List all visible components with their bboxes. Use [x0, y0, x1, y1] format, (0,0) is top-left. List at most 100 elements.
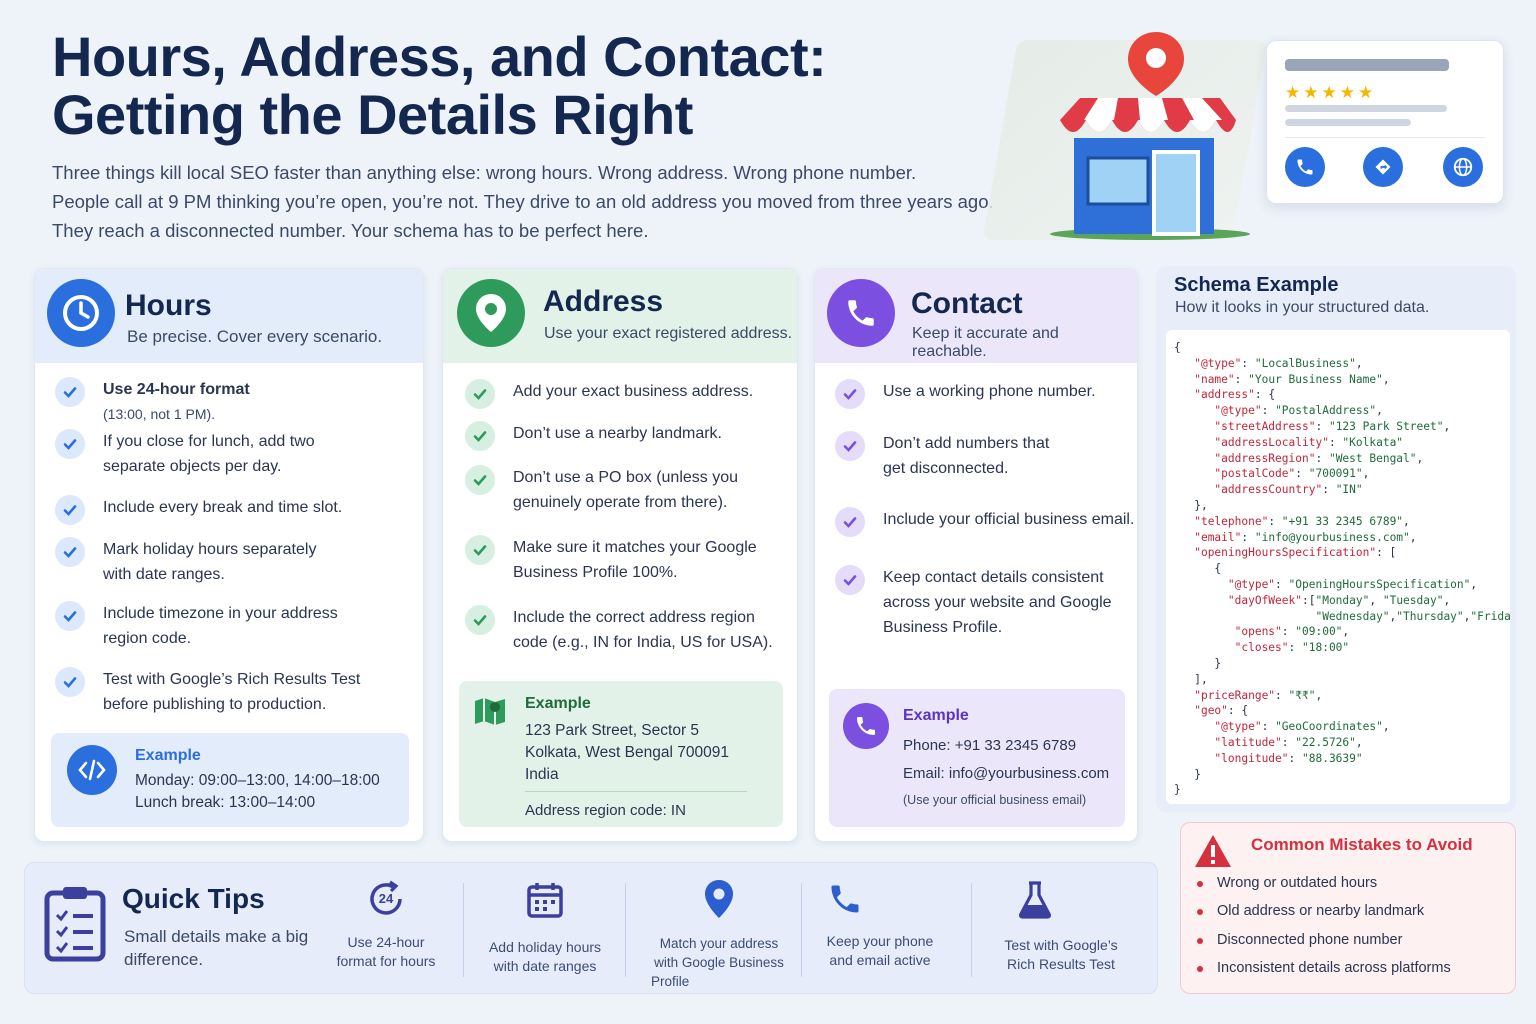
check-icon	[835, 507, 865, 537]
hours-item: Use 24-hour format(13:00, not 1 PM).	[55, 377, 250, 427]
contact-example-box: Example Phone: +91 33 2345 6789 Email: i…	[829, 689, 1125, 827]
quick-tips-subtitle: Small details make a big difference.	[124, 925, 308, 971]
check-icon	[835, 431, 865, 461]
map-pin-icon	[457, 279, 525, 347]
divider	[463, 883, 464, 977]
clipboard-icon	[43, 883, 107, 968]
mistake-item: Wrong or outdated hours	[1196, 875, 1378, 891]
divider	[625, 883, 626, 977]
check-icon	[55, 601, 85, 631]
tip-line: Keep your phone	[826, 933, 934, 949]
check-icon	[465, 465, 495, 495]
hours-item-text: Include timezone in your address	[103, 605, 338, 622]
check-icon	[55, 429, 85, 459]
hours-example-box: Example Monday: 09:00–13:00, 14:00–18:00…	[51, 733, 409, 827]
hours-card: Hours Be precise. Cover every scenario. …	[34, 268, 424, 842]
phone-icon	[1297, 159, 1313, 175]
contact-card: Contact Keep it accurate and reachable. …	[814, 268, 1138, 842]
phone-label: Phone:	[903, 737, 951, 754]
phone-icon	[827, 279, 895, 347]
email-label: Email:	[903, 765, 945, 782]
page-title: Hours, Address, and Contact: Getting the…	[52, 28, 952, 144]
address-item-text: genuinely operate from there).	[513, 494, 728, 511]
contact-item-text: Include your official business email.	[883, 511, 1135, 528]
schema-code: { "@type": "LocalBusiness", "name": "You…	[1174, 341, 1510, 797]
contact-item: Use a working phone number.	[835, 379, 1096, 409]
mistake-item: Disconnected phone number	[1196, 932, 1403, 948]
title-line-1: Hours, Address, and Contact:	[52, 25, 827, 88]
calendar-icon	[525, 881, 565, 924]
hours-item: Include every break and time slot.	[55, 495, 342, 525]
quick-tips-bar: Quick Tips Small details make a big diff…	[24, 862, 1158, 994]
rating-stars-icon: ★★★★★	[1285, 83, 1377, 102]
directions-button[interactable]	[1363, 147, 1403, 187]
tip-line: Profile	[651, 974, 690, 989]
email-value: info@yourbusiness.com	[948, 765, 1110, 782]
profile-text-placeholder	[1285, 119, 1411, 126]
contact-item-text: Don’t add numbers that	[883, 435, 1050, 452]
address-example-line: Kolkata, West Bengal 700091	[525, 744, 729, 761]
address-example-line: India	[525, 766, 559, 783]
hours-example-line: Monday: 09:00–13:00, 14:00–18:00	[135, 772, 380, 789]
tip-line: Match your address	[659, 936, 779, 951]
contact-item-text: get disconnected.	[883, 460, 1009, 477]
website-button[interactable]	[1443, 147, 1483, 187]
check-icon	[55, 537, 85, 567]
address-subtitle: Use your exact registered address.	[544, 325, 793, 342]
tip-line: Use 24-hour	[347, 934, 425, 950]
check-icon	[55, 377, 85, 407]
divider	[525, 791, 747, 792]
hours-item-text: separate objects per day.	[103, 458, 282, 475]
schema-panel: Schema Example How it looks in your stru…	[1156, 266, 1516, 812]
tip-line: with date ranges	[493, 958, 597, 974]
intro-line-3: They reach a disconnected number. Your s…	[52, 220, 649, 241]
address-item-text: code (e.g., IN for India, US for USA).	[513, 634, 773, 651]
hours-item-text: Use 24-hour format	[103, 381, 250, 398]
map-icon	[473, 695, 507, 732]
contact-example-phone: Phone: +91 33 2345 6789	[903, 734, 1076, 758]
address-item: Add your exact business address.	[465, 379, 753, 409]
warning-icon	[1193, 833, 1233, 874]
hours-item-text: Include every break and time slot.	[103, 499, 343, 516]
phone-value: +91 33 2345 6789	[954, 737, 1077, 754]
hours-item-text: region code.	[103, 630, 192, 647]
address-item: Don’t use a nearby landmark.	[465, 421, 722, 451]
check-icon	[835, 379, 865, 409]
quick-tips-subtitle-line: Small details make a big	[124, 927, 309, 946]
check-icon	[835, 565, 865, 595]
divider	[1285, 137, 1485, 138]
check-icon	[465, 535, 495, 565]
address-example-title: Example	[525, 695, 591, 712]
flask-icon	[1017, 881, 1053, 924]
address-item-text: Don’t use a PO box (unless you	[513, 469, 739, 486]
hours-item: Include timezone in your address region c…	[55, 601, 338, 651]
address-item: Don’t use a PO box (unless you genuinely …	[465, 465, 738, 515]
call-button[interactable]	[1285, 147, 1325, 187]
check-icon	[465, 379, 495, 409]
address-example-line: 123 Park Street, Sector 5	[525, 722, 700, 739]
divider	[801, 883, 802, 977]
mistake-item: Inconsistent details across platforms	[1197, 960, 1451, 976]
profile-text-placeholder	[1285, 105, 1447, 112]
address-item-text: Add your exact business address.	[513, 383, 754, 400]
contact-subtitle: Keep it accurate and reachable.	[912, 325, 1059, 360]
intro-line-2: People call at 9 PM thinking you’re open…	[52, 191, 994, 212]
contact-item-text: Business Profile.	[883, 619, 1003, 636]
clock-24-label: 24	[378, 891, 394, 906]
hours-example-title: Example	[135, 747, 201, 764]
address-example-box: Example 123 Park Street, Sector 5 Kolkat…	[459, 681, 783, 827]
intro-paragraph: Three things kill local SEO faster than …	[52, 158, 1012, 245]
contact-item: Don’t add numbers that get disconnected.	[835, 431, 1049, 481]
divider	[971, 883, 972, 977]
contact-example-note: (Use your official business email)	[903, 793, 1087, 807]
hours-subtitle: Be precise. Cover every scenario.	[127, 327, 383, 346]
